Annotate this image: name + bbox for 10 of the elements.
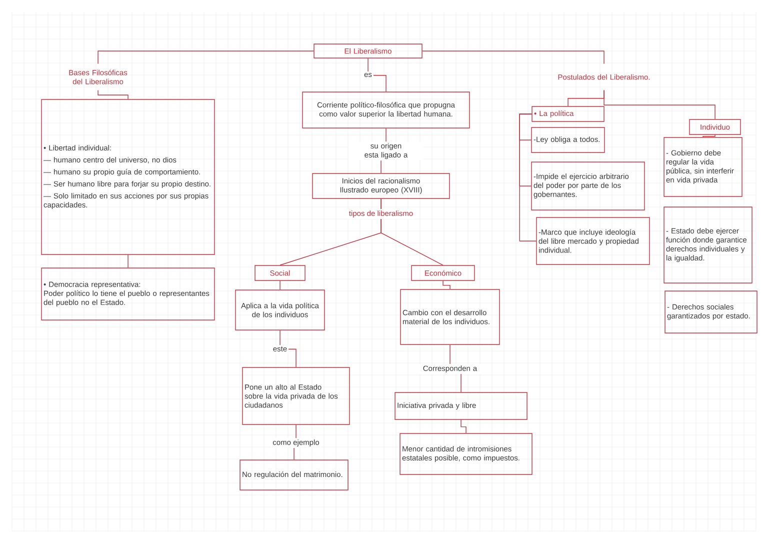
connector-line xyxy=(519,114,536,242)
connector-line xyxy=(702,134,716,138)
connector-line xyxy=(442,280,450,290)
connector-line xyxy=(368,58,386,92)
connector-line xyxy=(98,50,314,64)
connector-line xyxy=(380,198,444,266)
connector-line xyxy=(460,419,466,434)
connector-line xyxy=(604,90,716,120)
connector-line xyxy=(422,50,604,64)
connector-line xyxy=(98,90,128,100)
